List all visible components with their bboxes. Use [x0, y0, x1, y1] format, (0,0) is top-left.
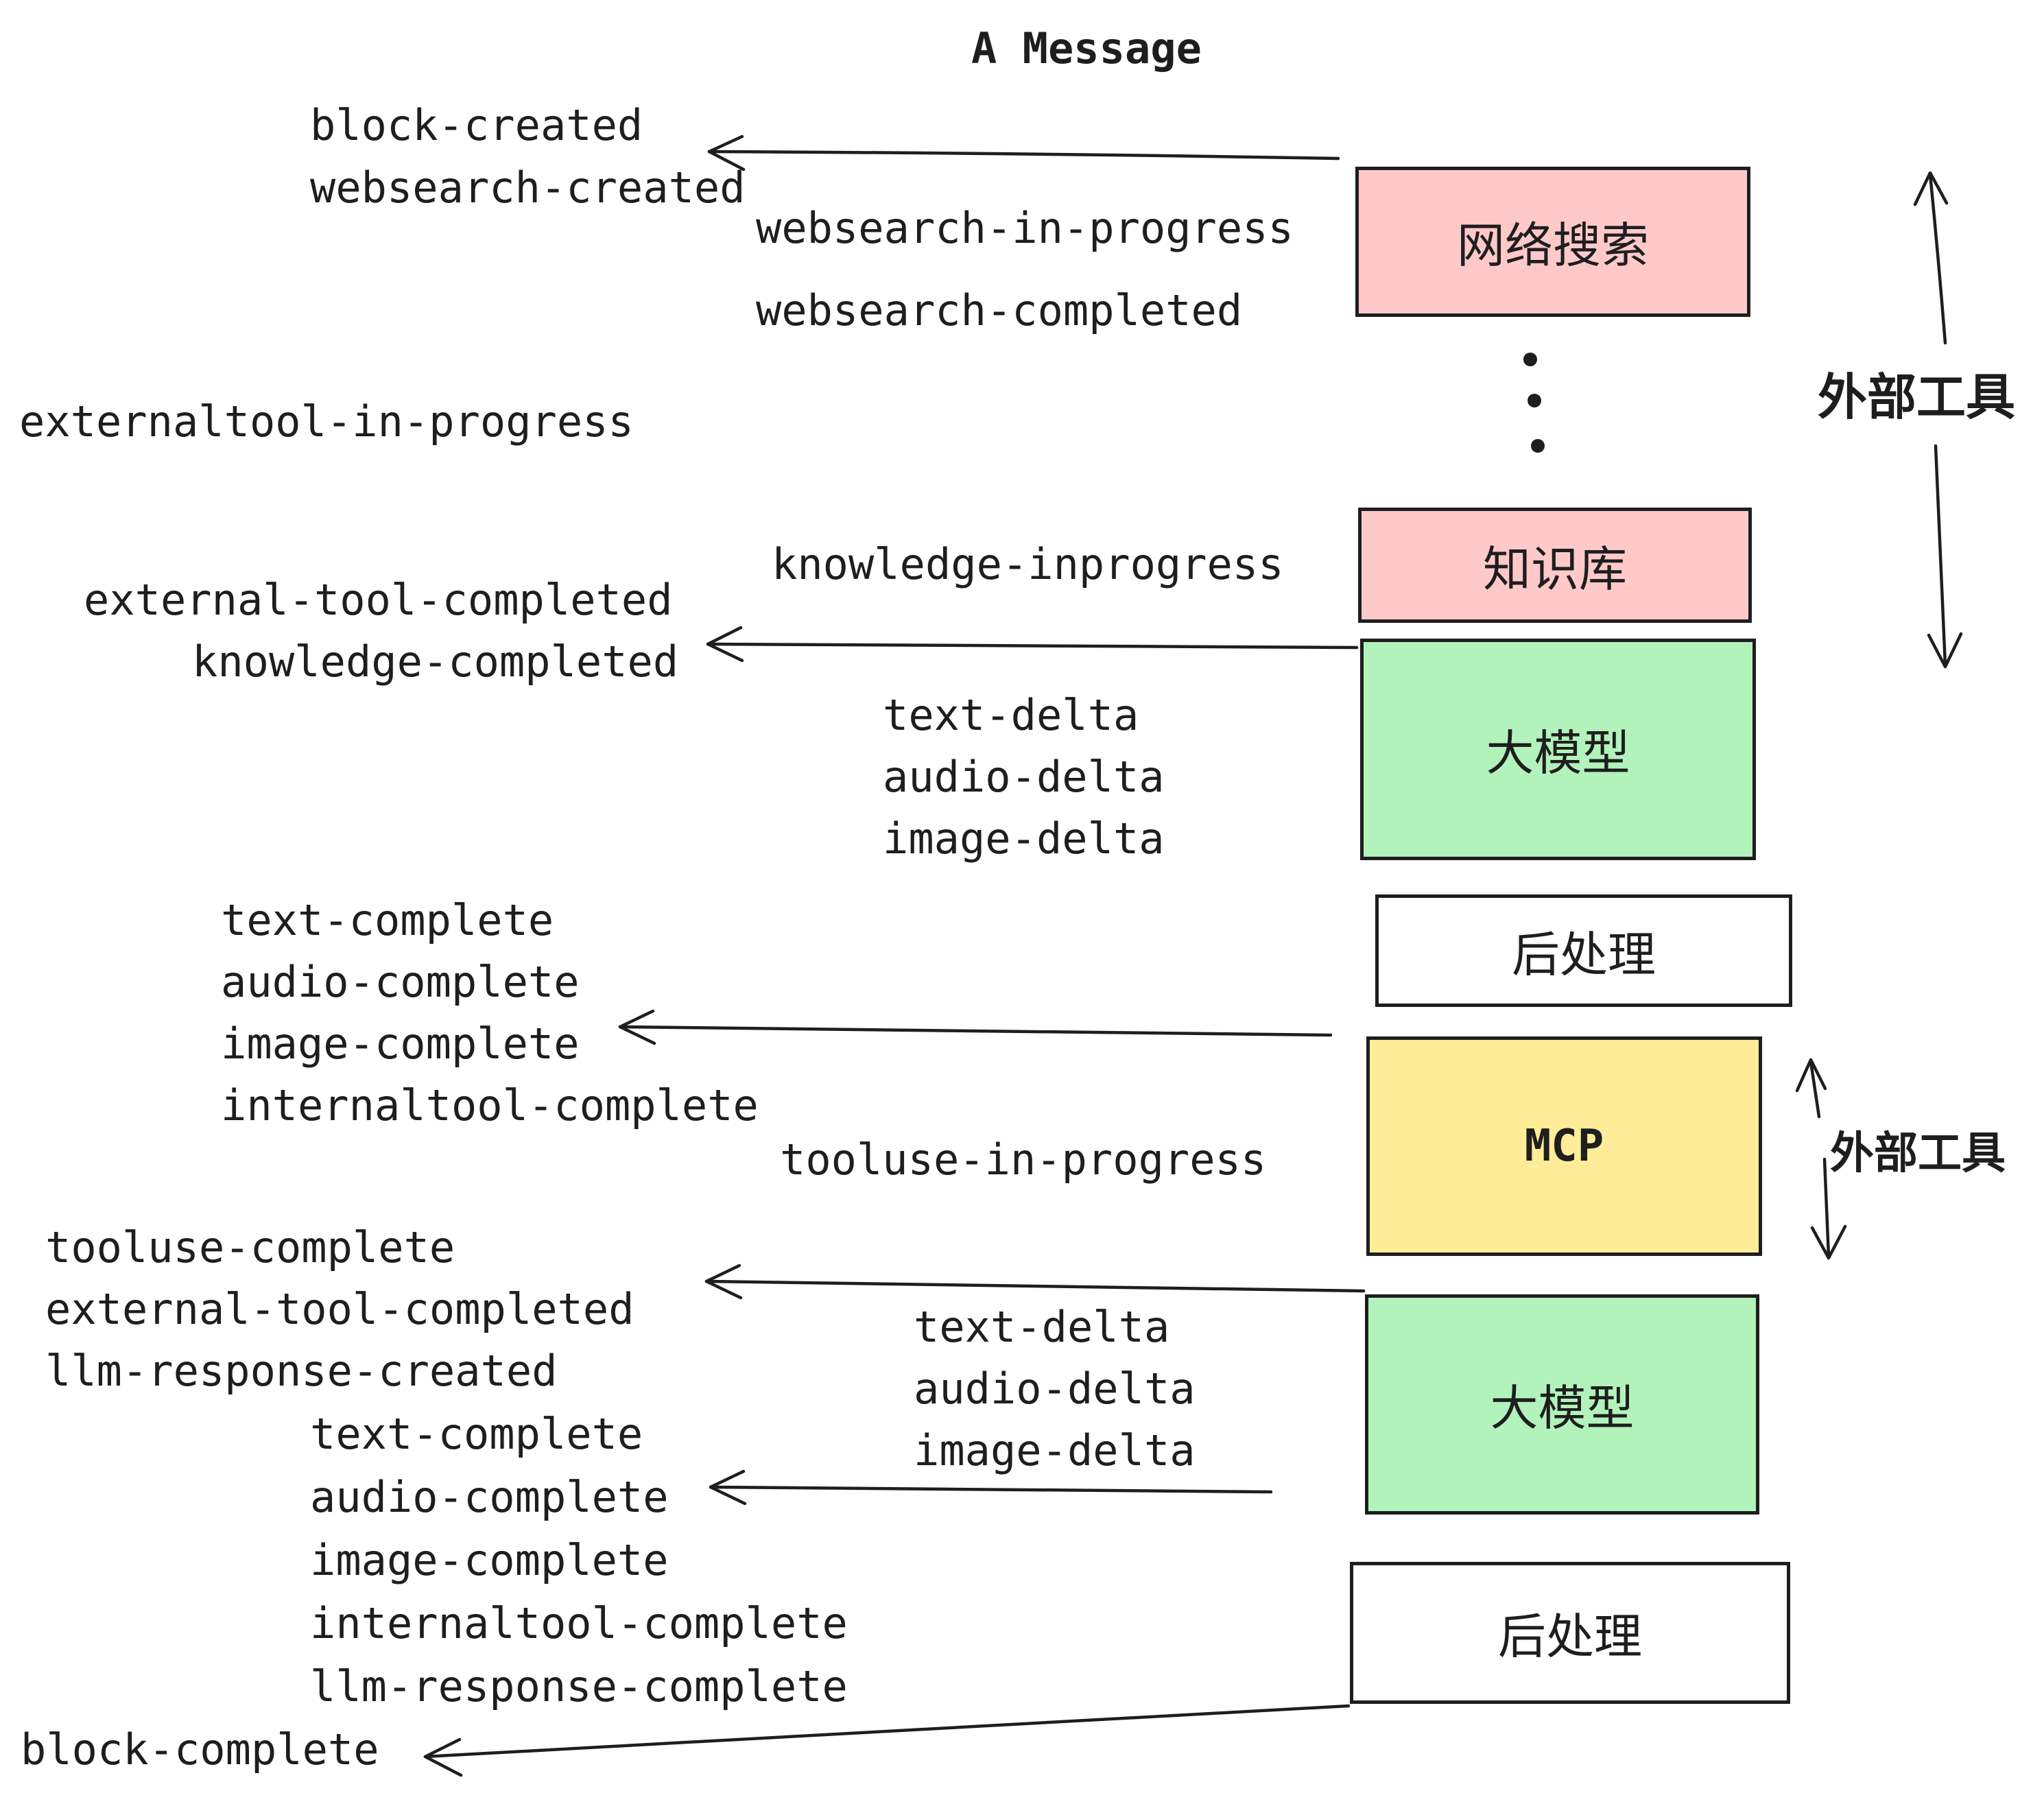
event-label-llm-response-complete: llm-response-complete [310, 1661, 848, 1711]
event-label-external-tool-completed: external-tool-completed [45, 1284, 634, 1334]
event-label-external-tool-completed: external-tool-completed [84, 575, 673, 625]
event-label-internaltool-complete: internaltool-complete [221, 1080, 759, 1130]
event-label-image-complete: image-complete [221, 1019, 580, 1069]
event-label-text-delta: text-delta [883, 690, 1139, 740]
event-label-image-complete: image-complete [310, 1535, 669, 1585]
event-label-websearch-completed: websearch-completed [756, 285, 1243, 335]
event-label-externaltool-in-progress: externaltool-in-progress [19, 396, 634, 447]
event-label-internaltool-complete: internaltool-complete [310, 1598, 848, 1648]
ellipsis-dot [1531, 439, 1545, 453]
event-label-block-complete: block-complete [21, 1724, 379, 1775]
event-label-audio-delta: audio-delta [914, 1364, 1196, 1414]
external-tools-top-up-arrow-head [1913, 171, 1949, 206]
vertical-ellipsis-icon [1523, 353, 1545, 453]
arrow-block-complete-line [423, 1704, 1351, 1759]
event-label-text-complete: text-complete [310, 1409, 643, 1459]
event-label-text-complete: text-complete [221, 895, 554, 945]
ellipsis-dot [1523, 353, 1537, 366]
event-label-audio-complete: audio-complete [221, 957, 580, 1007]
postprocess-box-1-label: 后处理 [1512, 927, 1656, 982]
external-tools-annotation-top: 外部工具 [1818, 370, 2016, 425]
mcp-box-label: MCP [1524, 1121, 1604, 1172]
event-label-text-delta: text-delta [914, 1302, 1170, 1352]
external-tools-top-down-arrow-head [1927, 632, 1963, 669]
llm-box-2: 大模型 [1365, 1294, 1759, 1515]
event-label-block-created: block-created [310, 100, 643, 150]
event-label-audio-delta: audio-delta [883, 752, 1165, 802]
mcp-box: MCP [1366, 1036, 1762, 1256]
event-label-tooluse-complete: tooluse-complete [45, 1222, 455, 1272]
external-tools-top-up-arrow-line [1928, 172, 1947, 345]
event-label-websearch-created: websearch-created [310, 163, 746, 213]
event-label-tooluse-in-progress: tooluse-in-progress [780, 1135, 1267, 1185]
event-label-knowledge-inprogress: knowledge-inprogress [772, 539, 1284, 589]
arrow-tooluse-complete-line [704, 1279, 1366, 1293]
postprocess-box-2: 后处理 [1350, 1562, 1790, 1704]
websearch-box: 网络搜索 [1355, 167, 1750, 317]
arrow-knowledge-completed-head [706, 626, 744, 663]
external-tools-mcp-up-arrow-head [1795, 1058, 1827, 1093]
arrow-block-complete-head [423, 1737, 463, 1777]
arrow-audio-complete-line [709, 1485, 1273, 1494]
postprocess-box-2-label: 后处理 [1498, 1610, 1642, 1663]
websearch-box-label: 网络搜索 [1457, 219, 1649, 272]
arrow-knowledge-completed-line [706, 642, 1359, 650]
knowledge-base-box-label: 知识库 [1483, 542, 1627, 596]
arrow-tooluse-complete-head [704, 1263, 743, 1300]
event-label-image-delta: image-delta [883, 814, 1165, 864]
event-label-websearch-in-progress: websearch-in-progress [756, 203, 1294, 253]
external-tools-mcp-down-arrow-head [1810, 1224, 1847, 1260]
external-tools-mcp-up-arrow-line [1809, 1060, 1821, 1119]
llm-box-2-label: 大模型 [1490, 1381, 1635, 1435]
external-tools-mcp-down-arrow-line [1822, 1157, 1831, 1259]
event-label-llm-response-created: llm-response-created [45, 1346, 558, 1396]
external-tools-top-down-arrow-line [1934, 444, 1947, 667]
event-label-knowledge-completed: knowledge-completed [192, 637, 679, 687]
ellipsis-dot [1528, 394, 1541, 407]
llm-box-1: 大模型 [1360, 639, 1756, 860]
diagram-title: A Message [971, 23, 1202, 73]
postprocess-box-1: 后处理 [1375, 894, 1792, 1007]
arrow-internal-complete-line [618, 1025, 1333, 1037]
arrow-internal-complete-head [618, 1009, 656, 1045]
event-label-image-delta: image-delta [914, 1425, 1196, 1475]
arrow-audio-complete-head [709, 1469, 747, 1506]
event-label-audio-complete: audio-complete [310, 1472, 669, 1522]
llm-box-1-label: 大模型 [1486, 726, 1630, 780]
knowledge-base-box: 知识库 [1358, 508, 1752, 623]
external-tools-annotation-mcp: 外部工具 [1830, 1128, 2006, 1178]
arrow-websearch-created-line [707, 150, 1340, 161]
